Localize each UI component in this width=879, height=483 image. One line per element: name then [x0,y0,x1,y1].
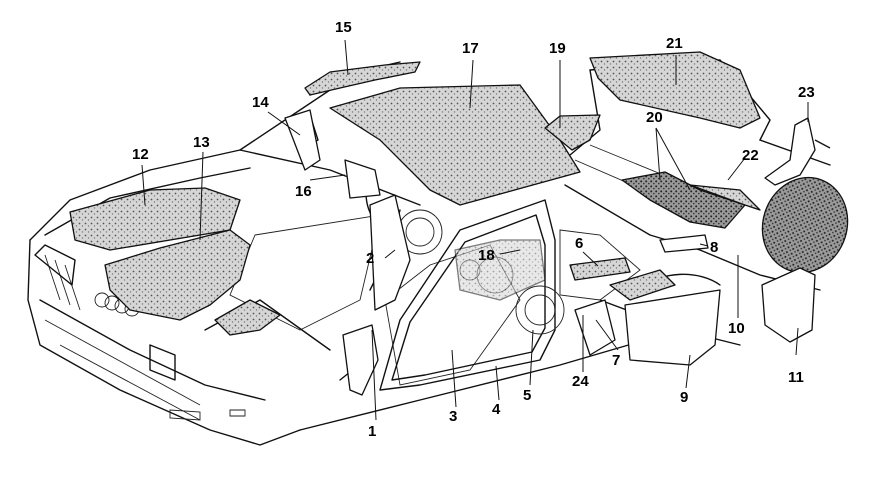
part-6-strip [569,257,631,281]
part-17-roof-insulation [329,84,581,206]
part-2-trim [369,194,411,311]
part-11-panel [761,267,816,343]
callout-18: 18 [478,247,495,264]
callout-21: 21 [666,35,683,52]
callout-14: 14 [252,94,269,111]
callout-17: 17 [462,40,479,57]
part-15-panel [304,61,421,96]
callout-7: 7 [612,352,620,369]
part-10-wheel-well-insulation [761,176,849,274]
callout-2: 2 [366,250,374,267]
leader-lines [141,39,809,421]
callout-9: 9 [680,389,688,406]
callout-10: 10 [728,320,745,337]
part-24-trim [574,299,616,356]
callout-15: 15 [335,19,352,36]
callout-8: 8 [710,239,718,256]
part-20-rear-floor-mat [621,171,746,229]
part-8-panel [659,234,709,253]
callout-19: 19 [549,40,566,57]
callout-16: 16 [295,183,312,200]
part-1-strip [342,324,379,396]
insulation-parts [69,51,849,396]
callout-20: 20 [646,109,663,126]
front-floor-mat [214,299,281,336]
part-22-rear-panel [689,184,761,211]
part-9-side-panel [624,289,721,366]
callout-13: 13 [193,134,210,151]
part-14-pillar-trim [284,109,321,171]
callout-23: 23 [798,84,815,101]
callout-6: 6 [575,235,583,252]
callout-22: 22 [742,147,759,164]
part-23-bracket [764,117,816,186]
callout-12: 12 [132,146,149,163]
part-19-panel [544,114,601,151]
callout-4: 4 [492,401,501,418]
callout-11: 11 [788,369,804,386]
part-13-hood-insulation [104,229,251,321]
callout-24: 24 [572,373,589,390]
part-12-hood-insulation [69,187,241,251]
callout-5: 5 [523,387,531,404]
part-18-door-panel-insulation [454,239,546,301]
callout-1: 1 [368,423,376,440]
part-16-trim [344,159,381,199]
part-21-parcel-shelf [589,51,761,129]
callout-3: 3 [449,408,457,425]
callout-labels: 1 2 3 4 5 6 7 8 9 10 11 12 13 14 15 16 1… [132,19,815,440]
